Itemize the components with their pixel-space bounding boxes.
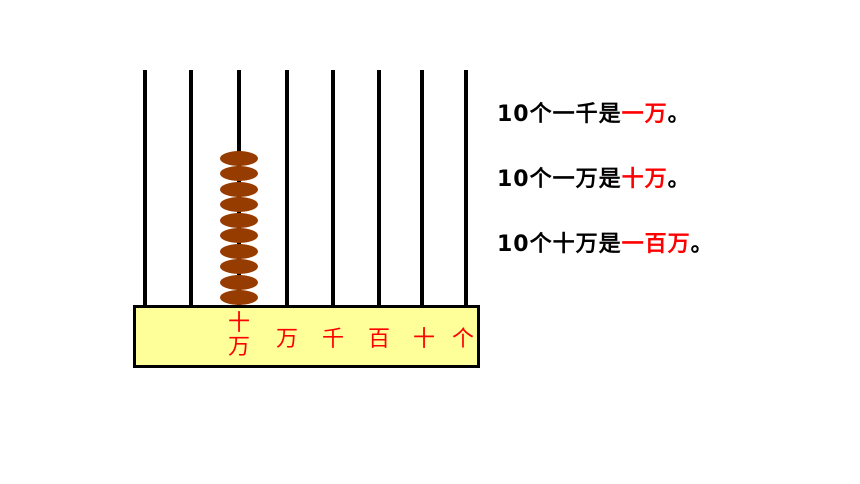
abacus-rod [285,70,289,306]
abacus-bead [220,290,258,305]
statement-3-highlight: 一百万 [621,232,691,257]
abacus-bead [220,166,258,181]
place-label-one: 个 [451,327,474,352]
abacus-rod [420,70,424,306]
abacus-rod [189,70,193,306]
statement-1: 10个一千是一万。 [497,96,691,128]
abacus-bead [220,259,258,274]
abacus-bead [220,181,258,197]
statement-3: 10个十万是一百万。 [497,226,714,258]
place-label-hundred: 百 [367,327,390,352]
abacus-bead [220,243,258,259]
place-label-thousand: 千 [321,327,344,352]
statement-1-highlight: 一万 [621,102,668,127]
statement-3-prefix: 10个十万是 [497,232,622,257]
place-label-ten-thousand: 万 [275,327,298,352]
abacus-rod [331,70,335,306]
place-label-ten: 十 [412,327,435,352]
abacus-bead [220,197,258,212]
statement-3-suffix: 。 [690,232,714,257]
abacus-bead [220,228,258,243]
abacus-rod [377,70,381,306]
abacus-bead [220,150,258,166]
statement-2-prefix: 10个一万是 [497,167,622,192]
abacus-rod [143,70,147,306]
statement-2: 10个一万是十万。 [497,161,691,193]
statement-1-prefix: 10个一千是 [497,102,622,127]
statement-1-suffix: 。 [667,102,691,127]
statement-2-suffix: 。 [667,167,691,192]
abacus-base [133,305,480,368]
abacus-bead [220,212,258,228]
place-label-hundred-thousand: 十万 [227,311,250,360]
statement-2-highlight: 十万 [621,167,668,192]
abacus-bead [220,274,258,290]
abacus-rod [464,70,468,306]
